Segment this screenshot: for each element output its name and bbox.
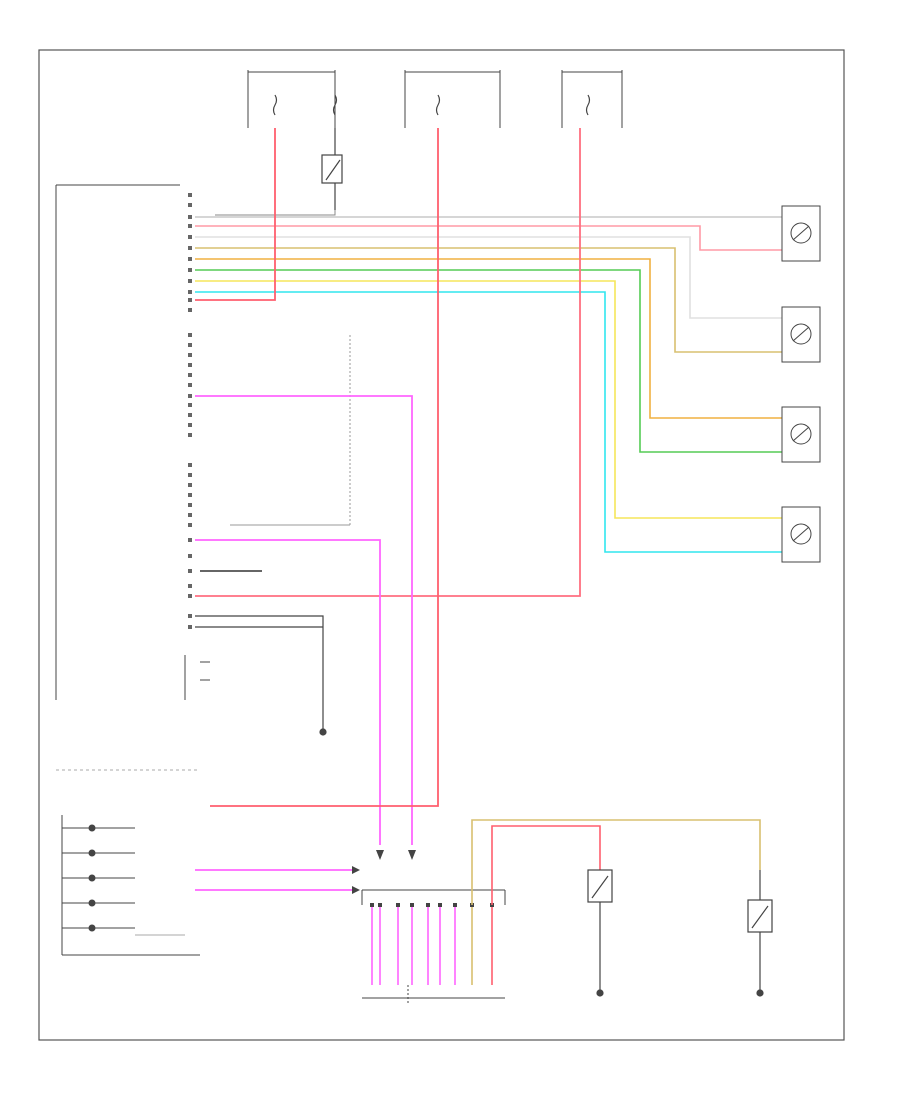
wire-rr-high <box>195 236 782 319</box>
cluster-arrows <box>352 866 360 894</box>
diagram-border <box>38 49 845 1041</box>
ebcm-pin-13 <box>188 333 192 337</box>
wire-lr-low <box>195 225 782 251</box>
ebcm-pin-36 <box>188 614 192 618</box>
ebcm-pin-1 <box>188 193 192 197</box>
ebcm-pin-30 <box>188 523 192 527</box>
ebcm-pin-6 <box>188 246 192 250</box>
ebcm-pin-column <box>188 193 192 629</box>
wire-lf-high <box>195 280 782 519</box>
wheel-speed-sensors <box>781 205 821 563</box>
dlc-pin-2 <box>378 903 382 907</box>
ebcm-pin-3 <box>188 215 192 219</box>
ebcm-pin-25 <box>188 473 192 477</box>
ebcm-pin-29 <box>188 513 192 517</box>
ebcm-pin-10 <box>188 290 192 294</box>
wire-red-battery <box>195 128 581 597</box>
ebcm-pin-11 <box>188 298 192 302</box>
ebcm-pin-20 <box>188 403 192 407</box>
ebcm-pin-9 <box>188 279 192 283</box>
dlc-pin-6 <box>438 903 442 907</box>
ebcm-pin-15 <box>188 353 192 357</box>
sensor-left-front <box>781 506 821 563</box>
ebcm-pin-18 <box>188 383 192 387</box>
ebcm-pin-2 <box>188 203 192 207</box>
ebcm-pin-23 <box>188 433 192 437</box>
ebcm-pin-35 <box>188 594 192 598</box>
red-feed-wires <box>195 128 581 597</box>
dlc-input-arrows <box>376 850 416 860</box>
ebcm-pin-7 <box>188 257 192 261</box>
wire-lf-low <box>195 291 782 553</box>
dlc-pin-1 <box>370 903 374 907</box>
wire-serial-data-2 <box>195 539 381 845</box>
ebcm-pin-32 <box>188 554 192 558</box>
ebcm-pin-34 <box>188 584 192 588</box>
ebcm-pin-8 <box>188 268 192 272</box>
ground-wires <box>195 615 327 736</box>
ebcm-pin-21 <box>188 413 192 417</box>
ebcm-pin-16 <box>188 363 192 367</box>
ebcm-pin-17 <box>188 373 192 377</box>
top-fuse-block <box>247 70 623 128</box>
wheel-speed-sensor-wires <box>195 216 782 553</box>
park-brake-switch <box>747 870 773 997</box>
dlc-pin-4 <box>410 903 414 907</box>
wire-rf-high <box>195 258 782 419</box>
ebcm-pin-12 <box>188 308 192 312</box>
wire-rf-low <box>195 269 782 453</box>
cluster-serial-wires <box>195 869 352 891</box>
ebcm-pin-24 <box>188 463 192 467</box>
wire-pink-ignition-2 <box>210 128 439 807</box>
dlc-bottom-line <box>362 985 505 1005</box>
dlc-pin-5 <box>426 903 430 907</box>
sensor-right-rear <box>781 306 821 363</box>
data-link-connector <box>361 889 506 905</box>
ebcm-pin-26 <box>188 483 192 487</box>
ebcm-pin-37 <box>188 625 192 629</box>
ebcm-pin-22 <box>188 423 192 427</box>
ebcm-pin-31 <box>188 538 192 542</box>
ebcm-pin-4 <box>188 224 192 228</box>
wire-serial-data-1 <box>195 395 413 845</box>
sensor-right-front <box>781 406 821 463</box>
dlc-pin-3 <box>396 903 400 907</box>
dlc-pin-wires <box>370 903 494 985</box>
serial-data-wires <box>195 128 439 845</box>
bottom-right-feed-wires <box>471 819 761 905</box>
brake-indicator <box>184 655 210 700</box>
wire-gray-stoplamp <box>215 210 336 216</box>
ebcm-module-outline <box>55 184 180 700</box>
stop-lamp-switch <box>321 128 343 210</box>
ebcm-pin-5 <box>188 235 192 239</box>
fuse-symbols <box>272 94 591 116</box>
ebcm-pin-14 <box>188 343 192 347</box>
dlc-pin-7 <box>453 903 457 907</box>
wire-rr-low <box>195 247 782 353</box>
ebcm-pin-27 <box>188 493 192 497</box>
ebcm-pin-19 <box>188 394 192 398</box>
sensor-left-rear <box>781 205 821 262</box>
brake-fluid-level-switch <box>587 869 613 997</box>
ebcm-pin-28 <box>188 503 192 507</box>
ebcm-pin-33 <box>188 569 192 573</box>
wire-red-ignition-1 <box>195 128 276 301</box>
instrument-panel-cluster <box>61 815 200 956</box>
